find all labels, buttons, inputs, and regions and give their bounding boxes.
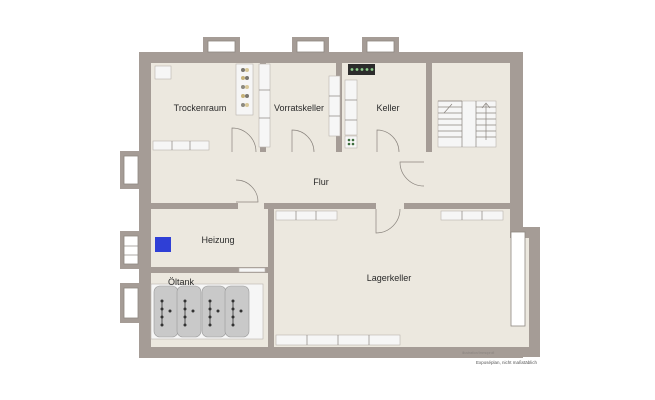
floor-vorratskeller [266,63,336,152]
label-oeltank: Öltank [167,277,195,287]
window-lagerkeller-right [510,231,526,327]
staircase [437,100,497,148]
window-oeltank-left [120,283,141,323]
window-keller [362,37,399,54]
window-trockenraum [203,37,240,54]
heater-unit [155,237,171,252]
shelf-lagerkeller-top-left [275,210,338,221]
shelf-keller-left [344,79,358,136]
door-swing-lagerkeller [375,208,401,234]
plan-caption: Exposéplan, nicht maßstäblich [476,360,538,365]
shelf-trockenraum-bottom [152,140,210,151]
window-flur-left [120,151,141,189]
floor-lagerkeller [274,209,510,347]
door-swing-stair [399,161,425,187]
oil-tanks [150,283,264,340]
rack-keller-small [344,135,358,149]
washbasin-trockenraum [154,65,172,80]
floor-flur [151,152,432,203]
door-opening-stair [424,160,434,190]
label-flur: Flur [313,177,329,187]
label-trockenraum: Trockenraum [173,103,227,113]
watermark: illustration/Immoprofi [462,351,495,355]
window-vorratskeller [292,37,329,54]
window-heizung-left [120,231,141,269]
rack-vorratskeller-bottles [235,63,254,116]
door-opening-vorratskeller [290,146,318,154]
shelf-heizung-bottom [238,267,266,273]
door-swing-flur [235,179,259,203]
door-opening-keller [375,146,401,154]
door-opening-trockenraum [230,146,258,154]
label-vorratskeller: Vorratskeller [273,103,325,113]
shelf-lagerkeller-bottom [275,334,401,346]
door-swing-keller [376,129,400,153]
shelf-vorratskeller-left [258,63,271,148]
door-swing-vorratskeller [291,129,315,153]
shelf-lagerkeller-top-right [440,210,504,221]
door-opening-heizung [238,201,264,211]
door-swing-trockenraum [231,127,257,153]
shelf-vorratskeller-right [328,75,341,137]
label-lagerkeller: Lagerkeller [366,273,412,283]
label-heizung: Heizung [201,235,235,245]
label-keller: Keller [376,103,400,113]
door-opening-lagerkeller [376,201,404,211]
rack-keller-top [348,64,375,75]
